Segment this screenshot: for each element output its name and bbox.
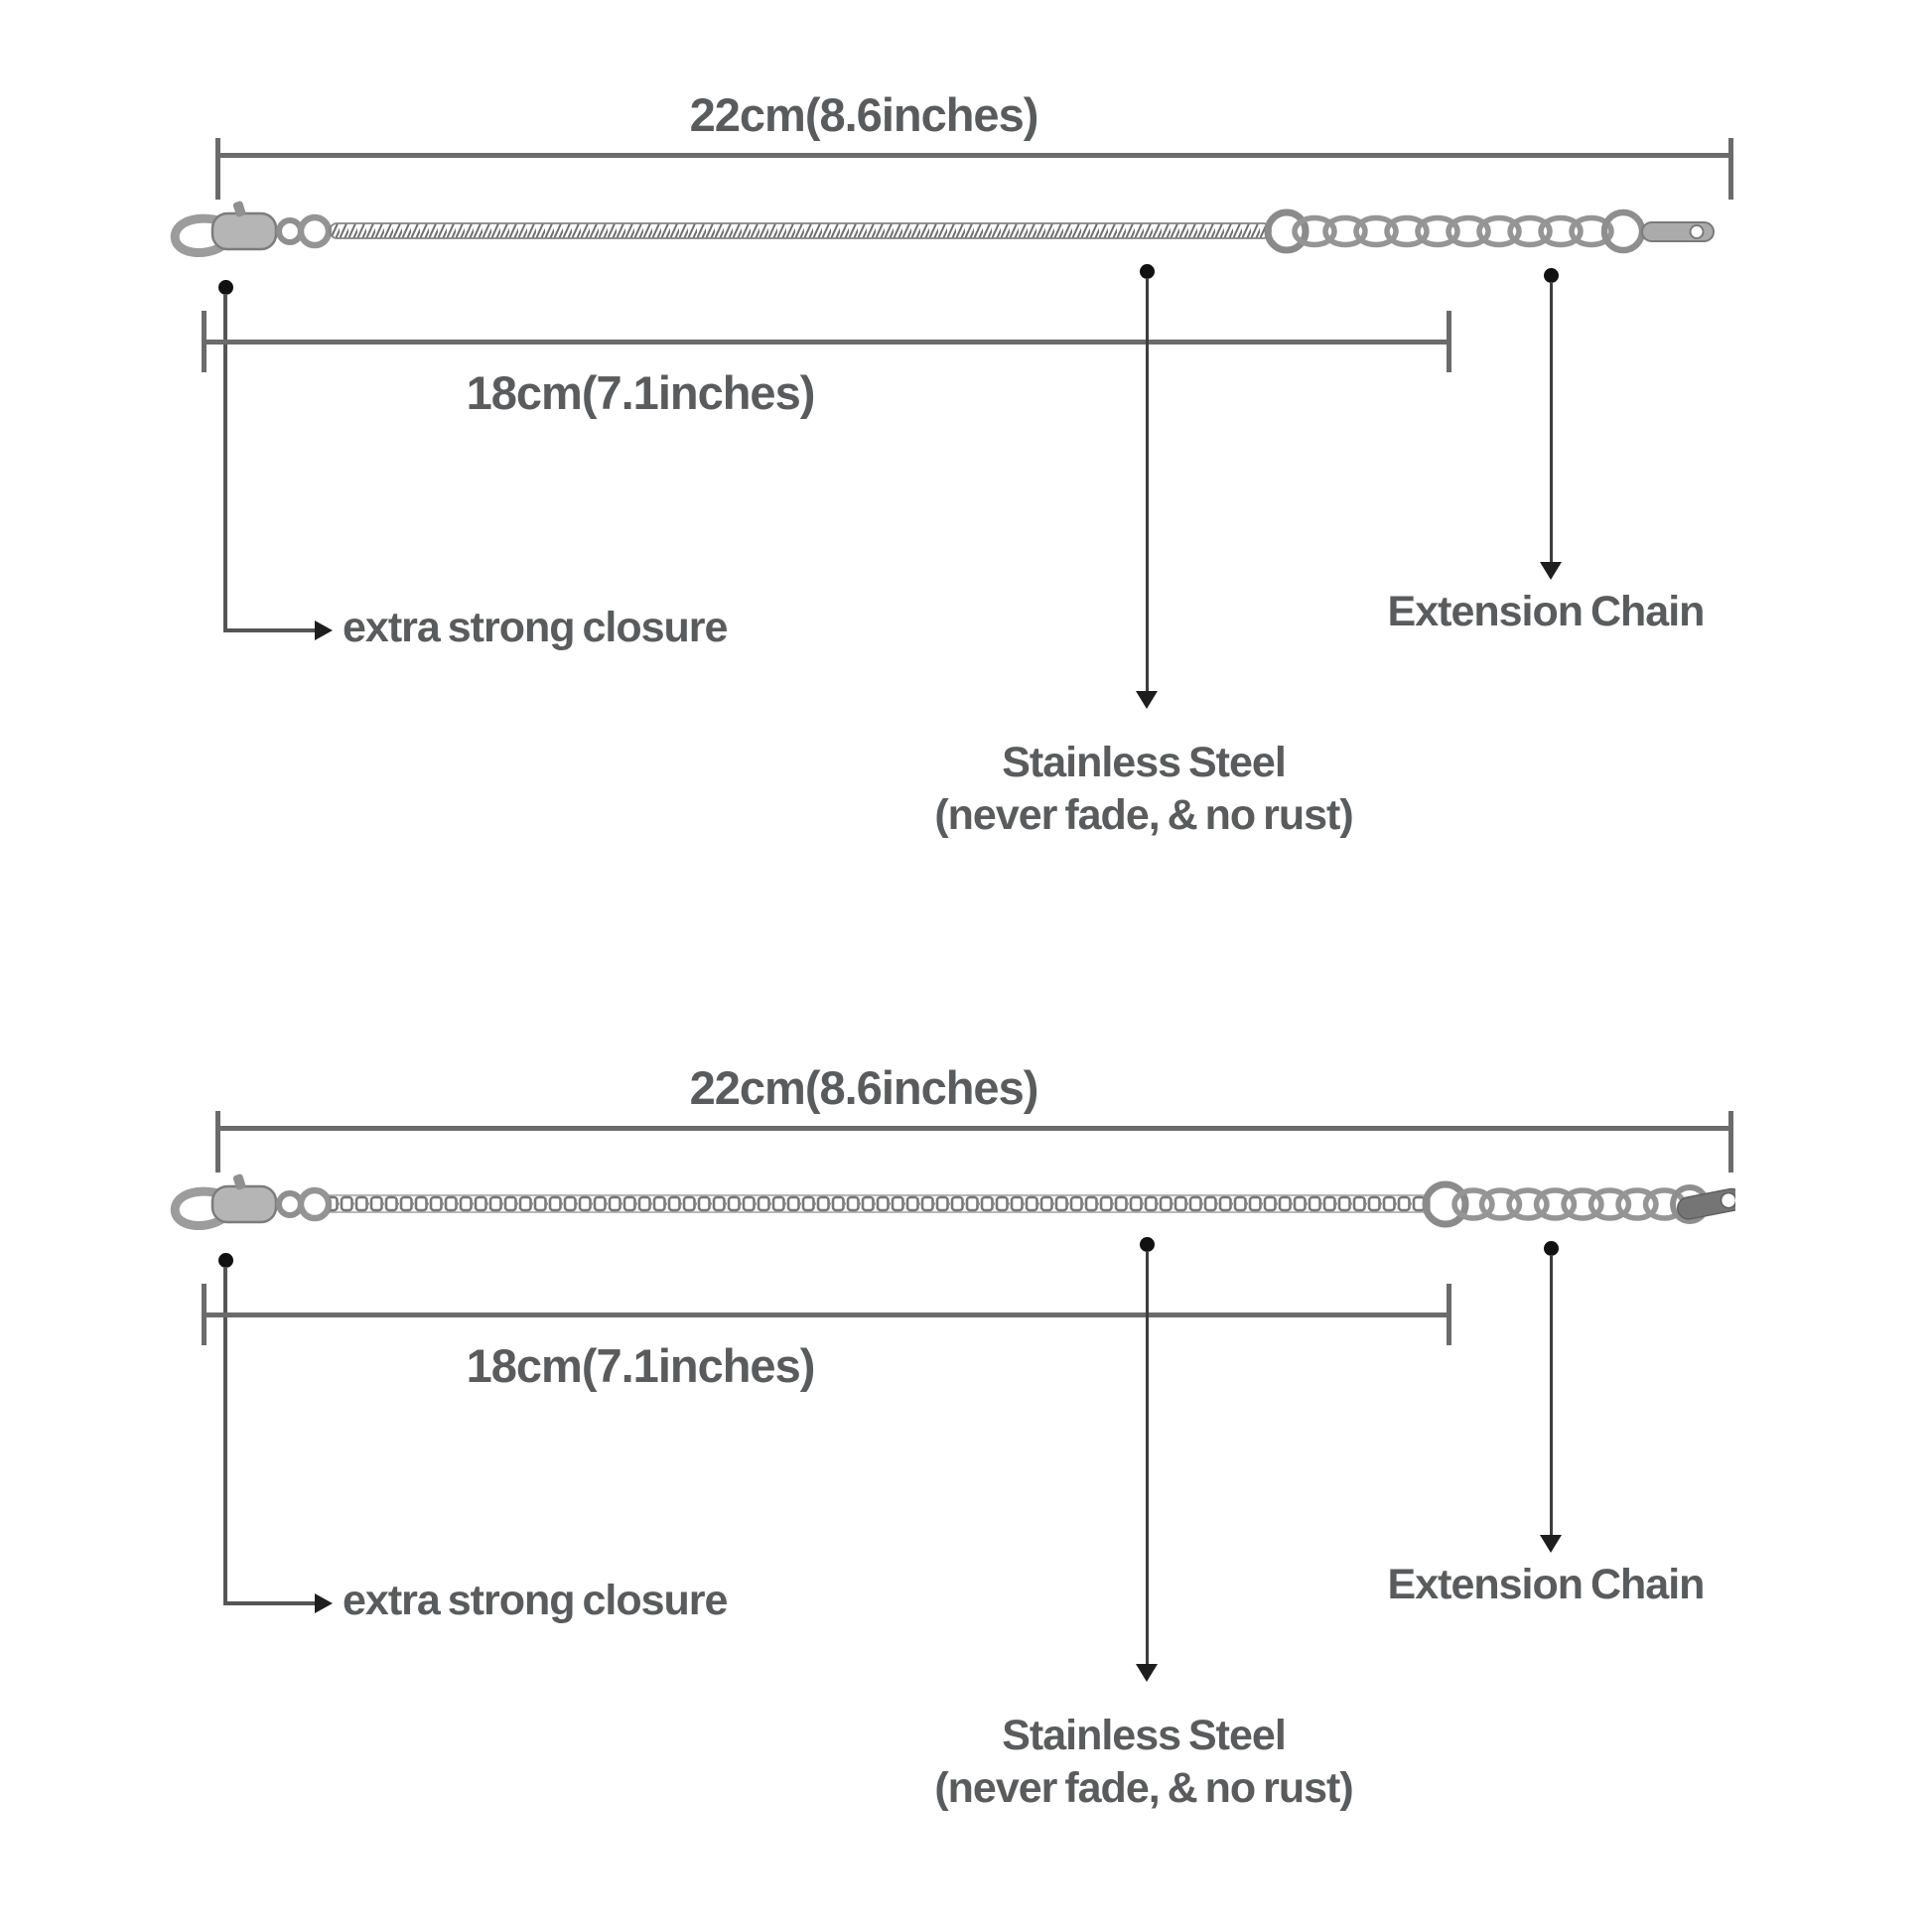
closure-arrowhead-icon (315, 621, 333, 640)
extension-dot (1544, 268, 1559, 283)
chain-length-label: 18cm(7.1inches) (466, 1339, 816, 1392)
closure-leader-horizontal (223, 1601, 315, 1605)
dim-22cm-left-tick (215, 138, 220, 200)
snake-chain-bracelet-image (170, 201, 1715, 257)
material-label-line2: (never fade, & no rust) (934, 1764, 1353, 1812)
material-arrowhead-icon (1136, 691, 1158, 709)
box-chain-body (329, 1194, 1431, 1213)
extension-label: Extension Chain (1387, 1561, 1706, 1608)
dim-18cm-line (204, 1312, 1449, 1317)
material-dot (1140, 1237, 1155, 1252)
dim-18cm-right-tick (1447, 311, 1451, 372)
material-dot (1140, 264, 1155, 279)
dim-22cm-line (217, 1126, 1730, 1131)
extension-dot (1544, 1241, 1559, 1256)
material-arrow-line (1146, 278, 1149, 692)
dim-22cm-line (217, 153, 1730, 158)
chain-length-label: 18cm(7.1inches) (466, 366, 816, 419)
extension-arrowhead-icon (1540, 562, 1562, 580)
material-label-line1: Stainless Steel (1002, 1712, 1287, 1759)
dim-22cm-right-tick (1728, 1111, 1733, 1173)
material-arrowhead-icon (1136, 1664, 1158, 1682)
extension-arrow-line (1550, 282, 1553, 563)
material-label-line2: (never fade, & no rust) (934, 791, 1353, 839)
total-length-label: 22cm(8.6inches) (689, 1061, 1039, 1114)
dim-22cm-right-tick (1728, 138, 1733, 200)
snake-chain-body (329, 222, 1272, 239)
closure-dot (218, 280, 233, 295)
extension-chain-links (1422, 1180, 1710, 1228)
extension-end-tag (1677, 1187, 1735, 1220)
closure-leader-vertical (223, 1267, 227, 1605)
lobster-clasp (170, 1173, 333, 1230)
lobster-clasp (170, 201, 333, 257)
extension-arrowhead-icon (1540, 1535, 1562, 1553)
closure-leader-vertical (223, 294, 227, 632)
closure-label: extra strong closure (343, 604, 728, 651)
dim-22cm-left-tick (215, 1111, 220, 1173)
total-length-label: 22cm(8.6inches) (689, 88, 1039, 141)
dim-18cm-right-tick (1447, 1284, 1451, 1345)
closure-label: extra strong closure (343, 1577, 728, 1624)
closure-dot (218, 1253, 233, 1268)
box-chain-bracelet-image (170, 1173, 1735, 1230)
closure-arrowhead-icon (315, 1593, 333, 1613)
dim-18cm-line (204, 340, 1449, 345)
extension-label: Extension Chain (1387, 588, 1706, 635)
extension-arrow-line (1550, 1255, 1553, 1536)
material-arrow-line (1146, 1251, 1149, 1665)
extension-end-tag (1641, 221, 1715, 242)
extension-chain-links (1264, 208, 1646, 254)
material-label-line1: Stainless Steel (1002, 739, 1287, 786)
closure-leader-horizontal (223, 628, 315, 632)
